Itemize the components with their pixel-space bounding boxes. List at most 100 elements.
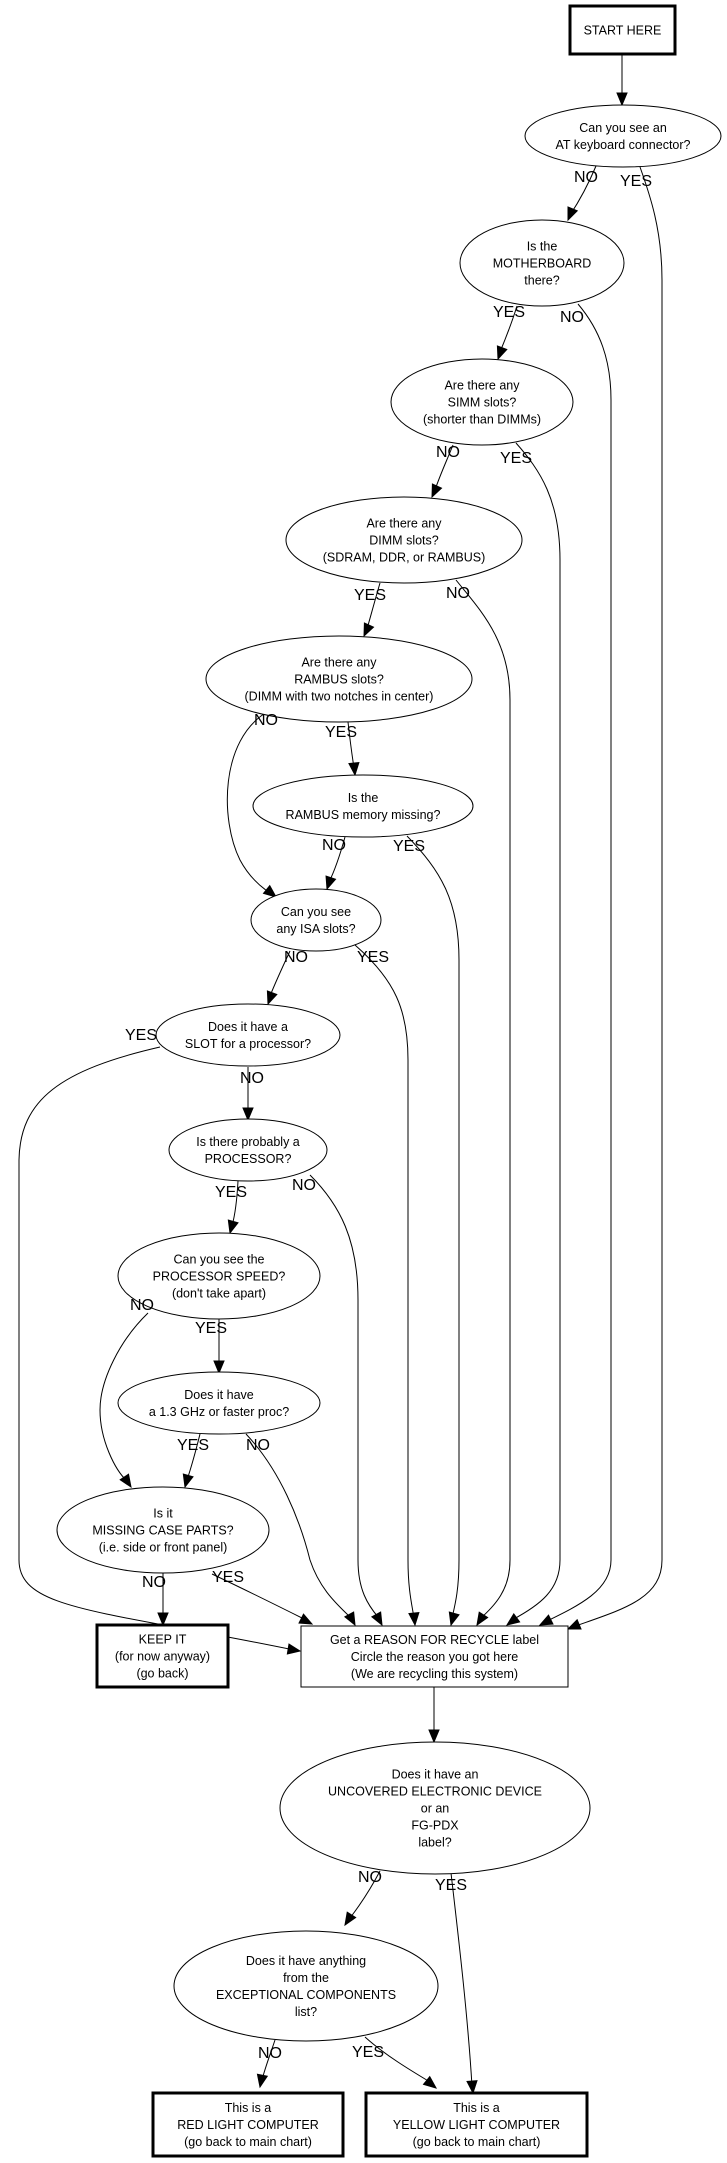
edge-proc-speed-to-case-parts [99,1312,149,1489]
edge-rambus-slots-to-rambus-missing [347,721,360,777]
node-text-line: (for now anyway) [115,1650,210,1664]
arrowhead-icon [343,1611,356,1627]
node-text-line: (DIMM with two notches in center) [245,690,434,704]
edge-line [99,1312,149,1482]
arrowhead-icon [538,1614,554,1626]
edge-ghz-to-case-parts [182,1433,201,1489]
edge-label-no: NO [292,1177,316,1194]
decision-ellipse [252,774,474,838]
node-text-line: AT keyboard connector? [555,138,690,152]
node-text-line: there? [524,274,559,288]
edge-rambus-slots-to-isa [226,711,278,898]
arrowhead-icon [466,2080,478,2095]
decision-ellipse [205,635,473,723]
node-at-keyboard: Can you see an AT keyboard connector? [524,104,722,168]
edge-line [455,579,511,1620]
edge-dimm-to-recycle [455,579,511,1627]
node-text-line: PROCESSOR SPEED? [153,1270,286,1284]
edge-label-no: NO [560,309,584,326]
arrowhead-icon [119,1473,132,1489]
terminal-box [151,2091,345,2158]
edge-label-yes: YES [500,450,532,467]
node-text-line: (We are recycling this system) [351,1667,518,1681]
node-text-line: label? [418,1836,451,1850]
edges-layer [18,54,663,2095]
node-text-line: Is the [527,240,558,254]
edge-label-yes: YES [352,2044,384,2061]
arrowhead-icon [505,1612,521,1626]
edge-label-no: NO [358,1869,382,1886]
edge-processor-to-proc-speed [227,1180,239,1235]
edge-label-yes: YES [325,724,357,741]
node-start: START HERE [568,4,677,56]
edge-proc-slot-to-recycle [18,1046,302,1655]
edge-uncovered-to-yellow-light [450,1872,478,2095]
edge-label-no: NO [436,444,460,461]
arrowhead-icon [428,1729,440,1744]
arrowhead-icon [348,762,360,777]
node-text-line: Can you see an [579,121,667,135]
terminal-box [95,1623,230,1689]
edge-label-yes: YES [354,587,386,604]
node-text-line: Is the [348,791,379,805]
node-text-line: (SDRAM, DDR, or RAMBUS) [323,551,486,565]
decision-ellipse [56,1486,270,1574]
node-text-line: (i.e. side or front panel) [99,1541,228,1555]
node-text-line: RED LIGHT COMPUTER [177,2118,318,2132]
edge-recycle-to-uncovered [428,1687,440,1744]
edge-label-no: NO [446,585,470,602]
node-text-line: Are there any [366,517,442,531]
arrowhead-icon [476,1611,489,1627]
arrowhead-icon [262,884,278,898]
node-text-line: (don't take apart) [172,1287,266,1301]
edge-rambus-missing-to-isa [325,836,346,891]
node-text-line: MISSING CASE PARTS? [92,1524,233,1538]
node-text-line: Does it have an [392,1768,479,1782]
edge-ghz-to-recycle [245,1433,356,1627]
node-text-line: Does it have [184,1388,254,1402]
edge-label-yes: YES [493,304,525,321]
edge-simm-to-dimm [431,444,454,499]
arrowhead-icon [286,1643,302,1655]
arrowhead-icon [422,2075,438,2089]
arrowhead-icon [344,1911,357,1927]
edge-label-yes: YES [125,1027,157,1044]
edge-label-no: NO [284,949,308,966]
node-text-line: MOTHERBOARD [493,257,592,271]
node-text-line: Is it [153,1507,173,1521]
edge-uncovered-to-exceptional [344,1870,381,1927]
edge-proc-slot-to-processor [242,1067,254,1122]
edge-at-keyboard-to-recycle [566,166,663,1630]
node-text-line: (go back to main chart) [184,2135,312,2149]
edge-line [364,2036,431,2083]
decision-ellipse [173,1930,439,2042]
edge-isa-to-proc-slot [266,950,291,1006]
node-text-line: any ISA slots? [276,922,355,936]
edge-line [18,1046,295,1651]
decision-ellipse [117,1232,321,1320]
edge-case-parts-to-keep-it [157,1573,169,1627]
edge-label-no: NO [142,1574,166,1591]
edge-label-yes: YES [212,1569,244,1586]
edge-label-yes: YES [393,838,425,855]
edge-motherboard-to-simm [496,305,518,361]
terminal-box [568,4,677,56]
edge-isa-to-recycle [354,944,420,1627]
node-text-line: START HERE [584,24,662,38]
node-text-line: (go back to main chart) [413,2135,541,2149]
edge-label-no: NO [246,1437,270,1454]
node-text-line: Does it have anything [246,1954,366,1968]
edge-rambus-missing-to-recycle [406,835,460,1627]
edge-dimm-to-rambus-slots [363,582,381,638]
edge-at-keyboard-to-motherboard [567,165,597,222]
node-text-line: YELLOW LIGHT COMPUTER [393,2118,560,2132]
edge-label-yes: YES [435,1877,467,1894]
edge-simm-to-recycle [505,442,561,1626]
